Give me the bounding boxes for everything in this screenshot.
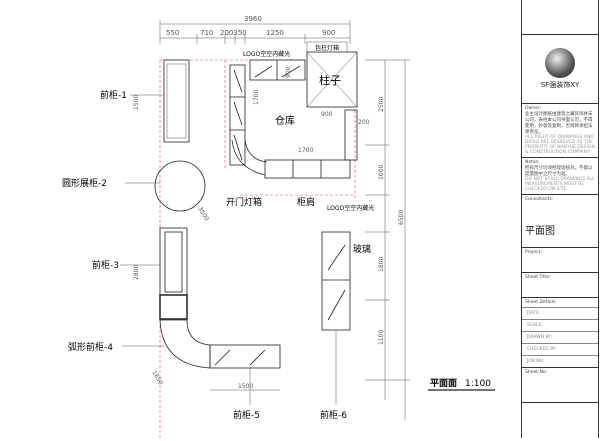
label-shoulder: 柜肩 — [297, 196, 315, 208]
owner-cn: 业主设计图纸由建筑之翼装饰并未公司，未经本公司书面认可，不得使用，抄袭及复制，否… — [525, 112, 593, 135]
curved-counter — [231, 139, 268, 176]
label-logo-mid: LOGO空空内藏光 — [327, 204, 374, 212]
owner-label: Owner: — [525, 106, 542, 111]
dim-1500-bottom: 1500 — [238, 383, 253, 390]
logo-text: SF强装饰XY — [540, 81, 580, 89]
round-display-cabinet — [154, 160, 206, 212]
label-cab5: 前柜-5 — [233, 409, 260, 421]
dim-1700b: 1700 — [298, 147, 313, 154]
dim-1500-left: 1500 — [133, 95, 140, 110]
label-cab1: 前柜-1 — [100, 89, 127, 101]
dim-900: 900 — [322, 29, 335, 37]
label-glass: 玻璃 — [353, 243, 371, 255]
drawing-scale: 1:100 — [465, 379, 491, 389]
top-dimensions — [159, 20, 351, 44]
column — [306, 41, 358, 108]
dim-total: 3960 — [244, 15, 262, 23]
owner-en: ALL RIGHT OF DRAWINGS AND DESIG ARE RESR… — [525, 135, 595, 155]
sheet-no-label: Sheet No: — [522, 368, 598, 403]
dim-1000: 1000 — [378, 165, 385, 180]
storage-cabinets — [229, 59, 306, 166]
sheet-details-label: Sheet Details: — [522, 298, 598, 308]
detail-checked-by: CHECKED BY: — [522, 344, 598, 356]
dim-710: 710 — [200, 29, 213, 37]
dim-1100: 1100 — [378, 330, 385, 345]
detail-scale: SCALE: — [522, 320, 598, 332]
notes-label: Notes: — [525, 160, 540, 165]
detail-date: DATE: — [522, 308, 598, 320]
label-column: 柱子 — [319, 73, 341, 87]
label-column-box: 包柱灯箱 — [315, 44, 339, 52]
arc-cabinet-4 — [159, 319, 211, 369]
right-dimensions — [365, 59, 410, 420]
dim-2500: 2500 — [378, 97, 385, 112]
detail-drawn-by: DRAWN BY: — [522, 332, 598, 344]
title-block: SF强装饰XY Owner: 业主设计图纸由建筑之翼装饰并未公司，未经本公司书面… — [521, 0, 599, 438]
project-label: Project: — [522, 248, 598, 273]
company-logo: SF强装饰XY — [522, 35, 598, 104]
label-logo-top: LOGO空空内藏光 — [243, 50, 290, 58]
dim-200: 200 — [358, 119, 370, 126]
cabinet-1 — [163, 59, 190, 143]
label-cab3: 前柜-3 — [92, 259, 119, 271]
label-cab6: 前柜-6 — [320, 409, 347, 421]
label-door-light: 开门灯箱 — [226, 196, 262, 208]
label-storage: 仓库 — [275, 114, 295, 127]
plan-title: 平面图 — [525, 226, 555, 237]
label-cab4: 弧形前柜-4 — [68, 341, 113, 353]
logo-sphere-icon — [545, 48, 575, 78]
dim-900h: 900 — [321, 111, 333, 118]
label-cab2: 圆形展柜-2 — [62, 177, 107, 189]
dim-2800: 2800 — [133, 265, 140, 280]
dim-1250: 1250 — [266, 29, 284, 37]
dim-900v: 900 — [285, 66, 292, 78]
dim-550: 550 — [166, 29, 179, 37]
consultants-label: Consultants: — [525, 197, 554, 202]
cabinet-5 — [209, 344, 281, 369]
sheet-title-label: Sheet Title: — [522, 273, 598, 298]
plan-canvas: 3960 550 710 200350 1250 900 前柜-1 LOGO空空… — [62, 15, 495, 440]
dim-1800: 1800 — [378, 257, 385, 272]
dim-6500: 6500 — [398, 210, 405, 225]
dim-200350: 200350 — [220, 29, 247, 37]
dim-1650: 1650 — [150, 370, 164, 387]
notes-en: DO NOT SCALE DRAWINGS ALL MEASUREMENTS M… — [525, 177, 595, 192]
drawing-title: 平面面 — [430, 378, 457, 389]
dim-1700: 1700 — [253, 90, 260, 105]
cabinet-6 — [321, 231, 351, 331]
notes-cn: 所有尺寸均须经现场核对，不能以度量图中之尺寸为准。 — [525, 166, 593, 177]
dim-3500: 3500 — [196, 206, 210, 223]
front-counter — [264, 159, 351, 179]
detail-job-no: JOB NO: — [522, 356, 598, 368]
cabinet-3 — [159, 227, 188, 320]
